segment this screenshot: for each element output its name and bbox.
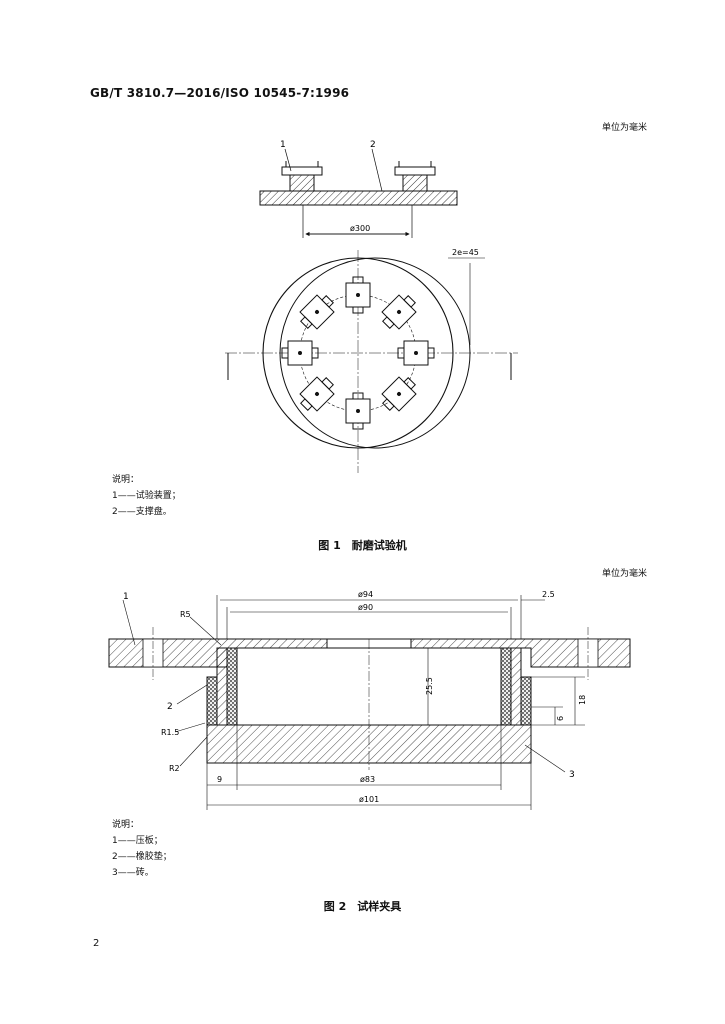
figure2-dim-height-small: 6: [556, 716, 565, 721]
figure2-caption: 图 2 试样夹具: [323, 900, 402, 913]
figure2-legend-item-1: 1——压板；: [112, 836, 163, 846]
document-header: GB/T 3810.7—2016/ISO 10545-7:1996: [90, 86, 350, 100]
figure1-callout-1: 1: [280, 140, 286, 150]
figure2-dim-offset-left: 9: [217, 775, 222, 784]
figure2-dim-base-diameter: ø83: [360, 775, 375, 784]
pressure-plate: [108, 627, 631, 680]
figure2-legend-item-3: 3——砖。: [112, 868, 154, 878]
figure1-legend-item-1: 1——试验装置；: [112, 491, 181, 501]
figure1-callout-2: 2: [370, 140, 376, 150]
figure1-legend-item-2: 2——支撑盘。: [112, 507, 172, 517]
figure1-legend: 说明： 1——试验装置； 2——支撑盘。: [112, 472, 181, 520]
figure2-unit-note: 单位为毫米: [601, 569, 647, 579]
support-plate-top-view: [225, 250, 518, 473]
figure2-dim-height-right: 18: [578, 695, 587, 705]
figure2-callout-2: 2: [167, 702, 173, 712]
support-plate-side-view: [259, 148, 458, 238]
figure1-legend-title: 说明：: [112, 475, 140, 485]
figure2-callout-3: 3: [569, 770, 575, 780]
figure1-dim-diameter: ø300: [350, 224, 370, 233]
clamp-walls: [206, 647, 532, 726]
page-number: 2: [93, 938, 100, 949]
figure2-legend: 说明： 1——压板； 2——橡胶垫； 3——砖。: [112, 817, 172, 881]
figure2-legend-item-2: 2——橡胶垫；: [112, 852, 172, 862]
figure1-dim-chamfer: 2e=45: [452, 248, 479, 257]
figure2-dim-inner-diameter: ø90: [358, 603, 373, 612]
figure1-drawing: 1 2 ø300 2e=45: [225, 140, 518, 473]
figure2-drawing: 1 2 3 ø94 ø90 2.5 R5 R1.5 R2 25.5 18 6 9…: [108, 590, 631, 810]
figure1-unit-note: 单位为毫米: [601, 123, 647, 133]
figure2-dim-outer-diameter: ø94: [358, 590, 373, 599]
figure2-dim-base-outer-diameter: ø101: [359, 795, 379, 804]
figure1-caption: 图 1 耐磨试验机: [318, 539, 407, 552]
figure2-dim-height-inner: 25.5: [425, 677, 434, 695]
figure2-legend-title: 说明：: [112, 820, 140, 830]
figure2-dim-radius-bottom: R2: [169, 764, 180, 773]
figure2-dim-gap: 2.5: [542, 590, 555, 599]
figure2-dim-radius-top: R5: [180, 610, 191, 619]
figure2-callout-1: 1: [123, 592, 129, 602]
figure2-dim-radius-mid: R1.5: [161, 728, 179, 737]
